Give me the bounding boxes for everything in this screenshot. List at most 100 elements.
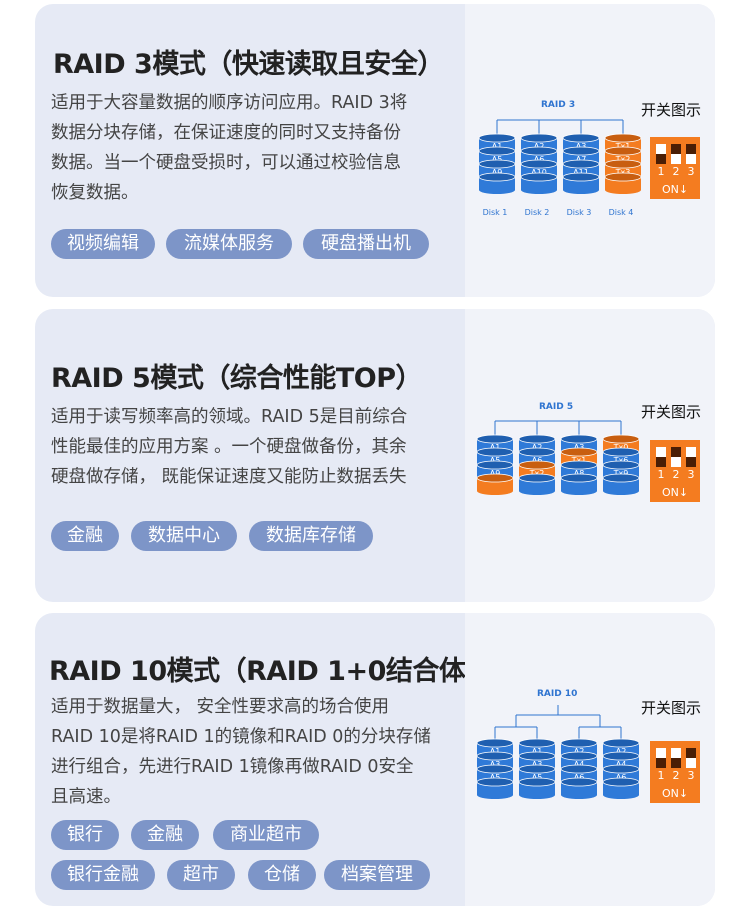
switch-diagram-label: 开关图示 xyxy=(641,403,702,421)
disk-stack: A1A5A9... xyxy=(476,434,514,495)
dip-switch-number: 2 xyxy=(672,468,680,481)
disk-cell-label: A3 xyxy=(532,760,543,769)
dip-switch-number: 2 xyxy=(672,769,680,782)
disk-platter-top xyxy=(476,764,514,774)
disk-cell-label: A3 xyxy=(576,142,587,151)
disk-platter-top xyxy=(520,159,558,169)
disk-cell-label: A4 xyxy=(574,760,585,769)
disk-cell-label: ... xyxy=(493,181,501,190)
disk-cell-label: A6 xyxy=(574,773,585,782)
disk-cell-label: Tx6 xyxy=(613,456,629,465)
disk-platter-top xyxy=(604,146,642,156)
disk-stack: A1A3A5... xyxy=(476,738,514,799)
disk-cell-label: A5 xyxy=(490,773,501,782)
tag-database-storage[interactable]: 数据库存储 xyxy=(249,521,373,551)
dip-switch-slot[interactable] xyxy=(656,144,666,164)
disk-platter-top xyxy=(560,738,598,748)
disk-platter-top xyxy=(560,447,598,457)
tag-video-editing[interactable]: 视频编辑 xyxy=(51,229,155,259)
disk-platter-top xyxy=(476,434,514,444)
switch-diagram-label: 开关图示 xyxy=(641,101,702,119)
disk-cell-label: ... xyxy=(533,482,541,491)
dip-switch-number: 3 xyxy=(687,468,695,481)
disk-platter-top xyxy=(562,159,600,169)
disk-bottom xyxy=(477,791,513,799)
disk-cell-label: A3 xyxy=(574,443,585,452)
raid3-card: RAID 3模式（快速读取且安全） 适用于大容量数据的顺序访问应用。RAID 3… xyxy=(35,4,715,297)
disk-stack: A2A4A6... xyxy=(560,738,598,799)
disk-platter-top xyxy=(604,159,642,169)
dip-switch-slot[interactable] xyxy=(671,144,681,164)
dip-switch-knob xyxy=(656,457,666,467)
dip-switch-slot[interactable] xyxy=(671,748,681,768)
dip-switch-knob xyxy=(671,758,681,768)
disk-platter-top xyxy=(518,460,556,470)
disk-platter-top xyxy=(478,146,516,156)
disk-platter-top xyxy=(560,777,598,787)
disk-label-2: Disk 2 xyxy=(524,208,550,217)
dip-switch-on-label: ON↓ xyxy=(661,183,689,196)
dip-switch-slot[interactable] xyxy=(686,748,696,768)
disk-cell-label: ... xyxy=(491,482,499,491)
disk-platter-top xyxy=(602,751,640,761)
disk-cell-label: ... xyxy=(575,482,583,491)
tag-broadcast[interactable]: 硬盘播出机 xyxy=(303,229,429,259)
disk-cell-label: Tx3 xyxy=(615,168,631,177)
tag-market[interactable]: 超市 xyxy=(167,860,235,890)
tag-finance[interactable]: 金融 xyxy=(131,820,199,850)
raid10-info: RAID 10模式（RAID 1+0结合体） 适用于数据量大， 安全性要求高的场… xyxy=(35,613,492,906)
tag-streaming[interactable]: 流媒体服务 xyxy=(166,229,292,259)
disk-platter-top xyxy=(476,473,514,483)
disk-stack: Tx0Tx6Tx9... xyxy=(602,434,640,495)
raid5-info: RAID 5模式（综合性能TOP） 适用于读写频率高的领域。RAID 5是目前综… xyxy=(35,309,465,602)
disk-bottom xyxy=(603,791,639,799)
disk-bottom xyxy=(561,487,597,495)
dip-switch-knob xyxy=(656,758,666,768)
disk-cell-label: Tx9 xyxy=(613,469,629,478)
tag-archive-management[interactable]: 档案管理 xyxy=(324,860,430,890)
dip-switch-number: 3 xyxy=(687,165,695,178)
dip-switch-knob xyxy=(686,457,696,467)
raid10-card: RAID 10模式（RAID 1+0结合体） 适用于数据量大， 安全性要求高的场… xyxy=(35,613,715,906)
disk-cell-label: ... xyxy=(575,786,583,795)
disk-bottom xyxy=(521,186,557,194)
dip-switch-number: 3 xyxy=(687,769,695,782)
disk-platter-top xyxy=(518,473,556,483)
disk-cell-label: A9 xyxy=(490,469,501,478)
dip-switch-slot[interactable] xyxy=(686,144,696,164)
dip-switch-slot[interactable] xyxy=(671,447,681,467)
tag-bank-finance[interactable]: 银行金融 xyxy=(51,860,155,890)
disk-cell-label: A6 xyxy=(616,773,627,782)
disk-platter-top xyxy=(562,146,600,156)
tag-bank[interactable]: 银行 xyxy=(51,820,119,850)
disk-platter-top xyxy=(476,751,514,761)
raid5-diagram-label: RAID 5 xyxy=(539,402,574,412)
tag-finance[interactable]: 金融 xyxy=(51,521,119,551)
disk-cell-label: A2 xyxy=(616,747,627,756)
disk-cell-label: A6 xyxy=(534,155,545,164)
disk-cell-label: A2 xyxy=(532,443,543,452)
raid10-diagram-label: RAID 10 xyxy=(537,689,578,699)
tag-data-center[interactable]: 数据中心 xyxy=(131,521,237,551)
disk-platter-top xyxy=(518,777,556,787)
dip-switch-number: 2 xyxy=(672,165,680,178)
disk-cell-label: A11 xyxy=(573,168,589,177)
disk-stack: A3Tx1A8... xyxy=(560,434,598,495)
disk-cell-label: A1 xyxy=(490,747,501,756)
disk-platter-top xyxy=(604,172,642,182)
dip-switch-slot[interactable] xyxy=(656,748,666,768)
raid5-card: RAID 5模式（综合性能TOP） 适用于读写频率高的领域。RAID 5是目前综… xyxy=(35,309,715,602)
disk-platter-top xyxy=(518,764,556,774)
disk-cell-label: A1 xyxy=(492,142,503,151)
tag-warehouse[interactable]: 仓储 xyxy=(248,860,316,890)
dip-switch-slot[interactable] xyxy=(686,447,696,467)
tag-supermarket[interactable]: 商业超市 xyxy=(213,820,319,850)
raid5-description: 适用于读写频率高的领域。RAID 5是目前综合 性能最佳的应用方案 。一个硬盘做… xyxy=(51,407,408,487)
disk-bottom xyxy=(603,487,639,495)
dip-switch-slot[interactable] xyxy=(656,447,666,467)
disk-platter-top xyxy=(604,133,642,143)
disk-cell-label: A5 xyxy=(492,155,503,164)
